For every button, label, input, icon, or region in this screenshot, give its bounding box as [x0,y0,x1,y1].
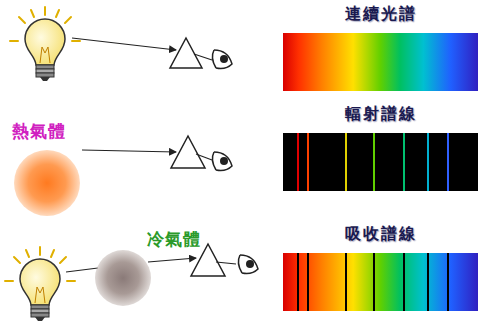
band-heading: 連續光譜 [283,4,478,25]
absorption-line [297,253,299,311]
cold-gas-cloud [95,250,151,306]
absorption-spectrum: 吸收譜線 [283,224,478,311]
cold-gas: 冷氣體 [95,228,223,310]
absorption-line [345,253,347,311]
gas-label: 冷氣體 [147,228,201,251]
spectrum-band [283,33,478,91]
emission-line [297,133,299,191]
spectrum-band [283,133,478,191]
emission-line [403,133,405,191]
hot-gas-cloud [14,150,80,216]
emission-line [373,133,375,191]
emission-line [447,133,449,191]
emission-line [427,133,429,191]
emission-line [307,133,309,191]
absorption-line [427,253,429,311]
continuous-spectrum: 連續光譜 [283,4,478,91]
absorption-line [447,253,449,311]
emission-spectrum: 輻射譜線 [283,104,478,191]
emission-line [345,133,347,191]
absorption-line [307,253,309,311]
absorption-line [403,253,405,311]
absorption-line [373,253,375,311]
band-heading: 輻射譜線 [283,104,478,125]
hot-gas: 熱氣體 [8,120,88,220]
spectrum-band [283,253,478,311]
band-heading: 吸收譜線 [283,224,478,245]
gas-label: 熱氣體 [12,120,66,143]
